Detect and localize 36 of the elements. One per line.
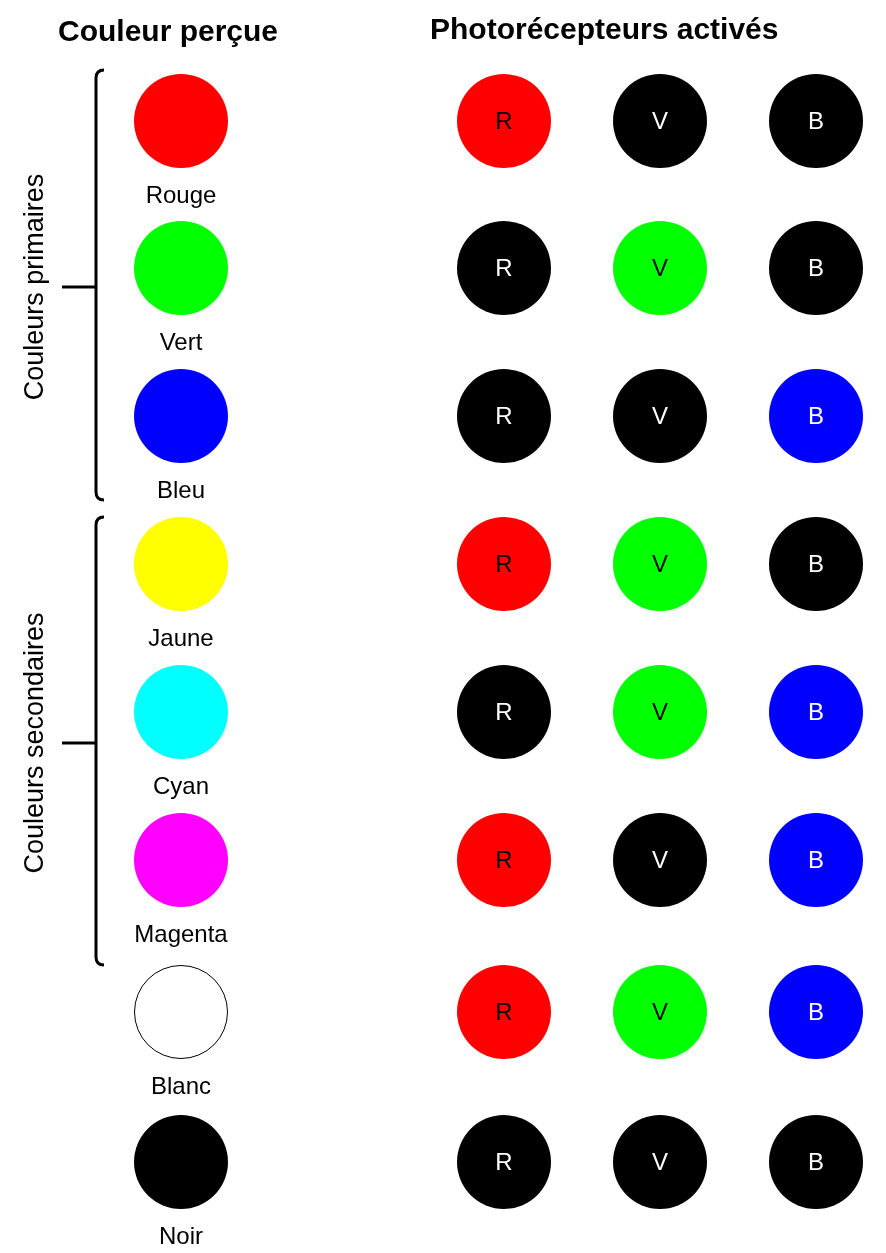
photoreceptor-letter: R [495,1150,513,1174]
photoreceptor-letter: B [808,404,824,428]
group-label: Couleurs secondaires [18,612,50,874]
photoreceptor-letter: B [808,1000,824,1024]
color-name: Bleu [155,476,206,505]
photoreceptor-letter: V [652,256,668,280]
photoreceptor-letter: R [495,404,513,428]
photoreceptor-letter: B [808,848,824,872]
color-name: Vert [158,328,204,357]
photoreceptor-letter: R [495,848,513,872]
photoreceptor-letter: R [495,109,513,133]
color-name: Blanc [149,1072,212,1101]
photoreceptor-letter: R [495,256,513,280]
color-name: Jaune [147,624,215,653]
photoreceptor-letter: B [808,256,824,280]
photoreceptor-letter: R [495,1000,513,1024]
photoreceptor-letter: B [808,552,824,576]
color-name: Cyan [152,772,210,801]
photoreceptor-letter: V [652,1150,668,1174]
color-name: Rouge [144,181,218,210]
photoreceptor-letter: B [808,1150,824,1174]
group-label: Couleurs primaires [18,173,50,401]
photoreceptor-letter: V [652,404,668,428]
color-name: Magenta [133,920,229,949]
photoreceptor-letter: V [652,552,668,576]
photoreceptor-letter: R [495,552,513,576]
column-heading: Photorécepteurs activés [430,12,779,46]
photoreceptor-letter: V [652,1000,668,1024]
photoreceptor-letter: V [652,109,668,133]
photoreceptor-letter: B [808,700,824,724]
column-heading: Couleur perçue [58,14,279,48]
color-name: Noir [158,1222,204,1251]
photoreceptor-letter: B [808,109,824,133]
photoreceptor-letter: R [495,700,513,724]
photoreceptor-letter: V [652,848,668,872]
photoreceptor-letter: V [652,700,668,724]
